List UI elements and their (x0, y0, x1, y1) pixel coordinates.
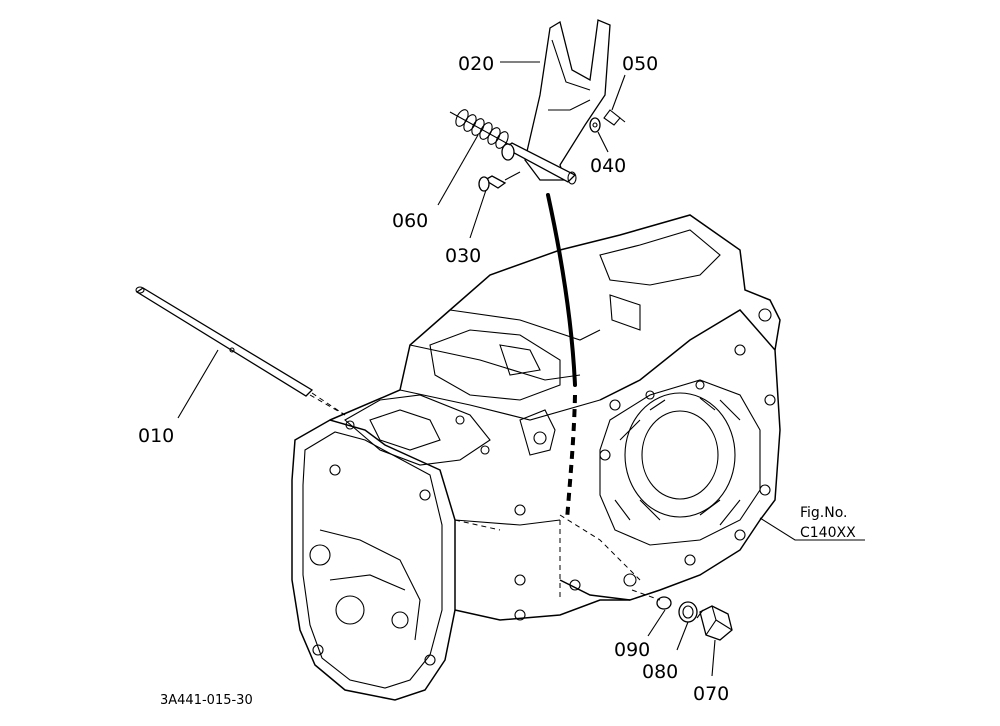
heavy-link-line (546, 193, 577, 521)
part-010-shift-rod (135, 286, 346, 416)
leader-lines (177, 61, 865, 677)
part-020-shift-fork (501, 19, 611, 185)
callout-010: 010 (138, 425, 174, 447)
part-060-spring (449, 109, 511, 149)
part-030-pin (478, 171, 521, 192)
callout-030: 030 (445, 245, 481, 267)
transmission-case (291, 214, 781, 701)
callout-080: 080 (642, 661, 678, 683)
part-050-cotter-pin (603, 109, 626, 126)
callout-090: 090 (614, 639, 650, 661)
part-070-drain-plug (696, 605, 733, 641)
part-040-washer (589, 117, 601, 133)
callout-060: 060 (392, 210, 428, 232)
figure-number-value: C140XX (800, 525, 856, 541)
callout-040: 040 (590, 155, 626, 177)
part-090-plug (656, 596, 672, 610)
drawing-code: 3A441-015-30 (160, 693, 253, 708)
callout-070: 070 (693, 683, 729, 705)
part-080-washer (678, 601, 698, 623)
callout-050: 050 (622, 53, 658, 75)
figure-number-label: Fig.No. (800, 505, 848, 521)
callout-020: 020 (458, 53, 494, 75)
